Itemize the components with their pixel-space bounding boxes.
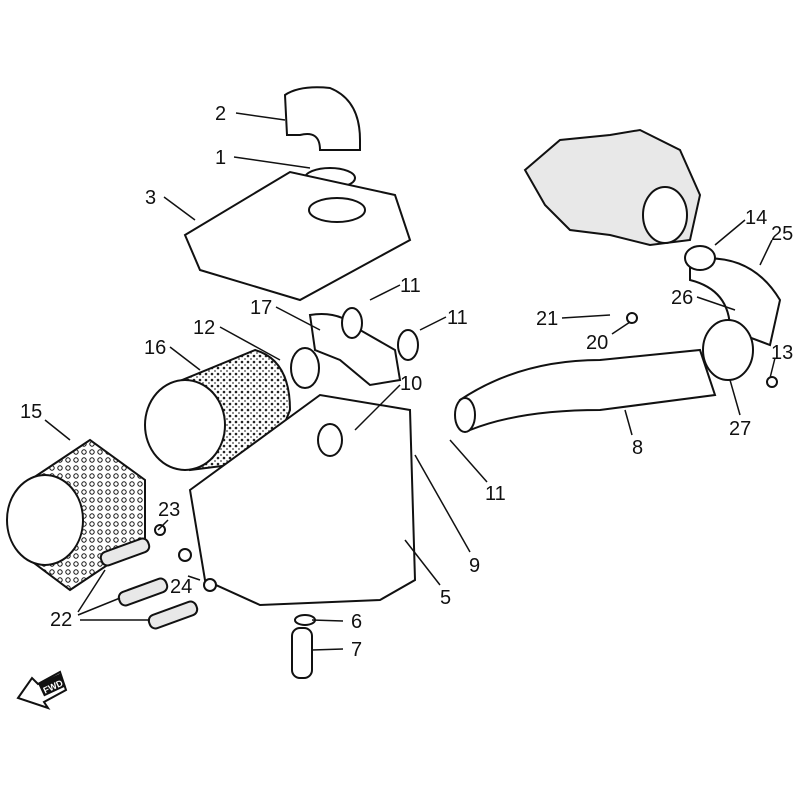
main-intake-hose <box>454 348 717 433</box>
callout-22: 22 <box>50 609 72 631</box>
forward-arrow-icon: FWD <box>16 670 68 710</box>
callout-14: 14 <box>745 207 767 229</box>
leader-lines <box>44 112 776 651</box>
callout-17: 17 <box>250 297 272 319</box>
callout-2: 2 <box>215 103 226 125</box>
hose-right <box>684 245 782 381</box>
callout-7: 7 <box>351 639 362 661</box>
callout-9: 9 <box>469 555 480 577</box>
throttle-body <box>523 128 702 247</box>
callout-27: 27 <box>729 418 751 440</box>
callout-5: 5 <box>440 587 451 609</box>
callout-3: 3 <box>145 187 156 209</box>
small-clips <box>154 312 778 592</box>
straps <box>99 537 199 630</box>
callout-13: 13 <box>771 342 793 364</box>
callout-20: 20 <box>586 332 608 354</box>
drain-tube <box>291 614 316 679</box>
callout-26: 26 <box>671 287 693 309</box>
callout-21: 21 <box>536 308 558 330</box>
elbow-duct <box>283 86 361 151</box>
callout-6: 6 <box>351 611 362 633</box>
callout-11: 11 <box>447 307 468 329</box>
mesh-filter <box>6 438 146 592</box>
callout-25: 25 <box>771 223 793 245</box>
callout-12: 12 <box>193 317 215 339</box>
callout-1: 1 <box>215 147 226 169</box>
airbox <box>188 393 417 607</box>
airbox-cover <box>183 170 412 302</box>
callout-11: 11 <box>400 275 421 297</box>
callout-8: 8 <box>632 437 643 459</box>
callout-24: 24 <box>170 576 192 598</box>
callout-23: 23 <box>158 499 180 521</box>
callout-15: 15 <box>20 401 42 423</box>
callout-11: 11 <box>485 483 506 505</box>
callout-16: 16 <box>144 337 166 359</box>
hose-upper <box>290 307 419 389</box>
callout-10: 10 <box>400 373 422 395</box>
